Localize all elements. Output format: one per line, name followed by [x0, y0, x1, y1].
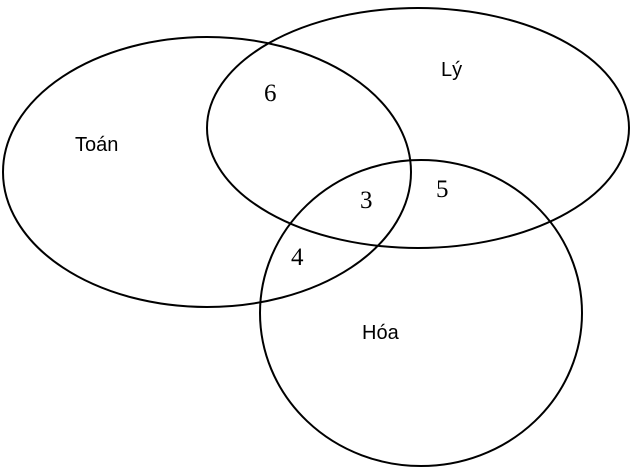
- region-toan-ly-count: 6: [264, 80, 277, 107]
- region-toan-hoa-count: 4: [291, 244, 304, 271]
- set-ly-label: Lý: [441, 59, 462, 81]
- region-toan-ly-hoa-count: 3: [360, 187, 373, 214]
- set-hoa-ellipse: [259, 159, 583, 467]
- set-hoa-label: Hóa: [362, 322, 400, 344]
- set-toan-label: Toán: [75, 134, 118, 156]
- set-ly-ellipse: [206, 7, 630, 249]
- set-toan-ellipse: [2, 36, 412, 308]
- region-ly-hoa-count: 5: [436, 176, 449, 203]
